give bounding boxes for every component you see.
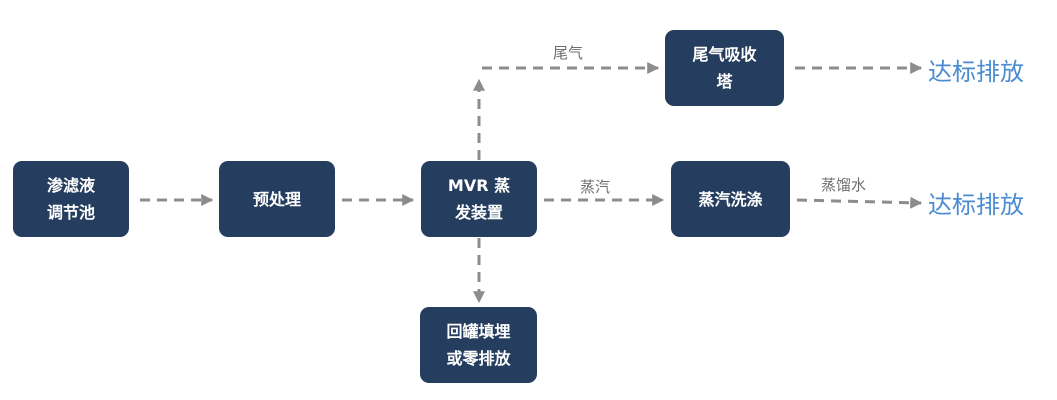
discharge-top-label: 达标排放 (928, 58, 1024, 86)
backfill-node: 回罐填埋 或零排放 (420, 307, 537, 383)
arrow-steam-wash-to-discharge (796, 196, 923, 209)
leachate-tank-label-1: 渗滤液 (46, 176, 95, 195)
backfill-label-2: 或零排放 (446, 349, 511, 368)
pretreatment-label: 预处理 (252, 189, 301, 209)
mvr-evaporator-node: MVR 蒸 发装置 (421, 161, 537, 237)
pretreatment-node: 预处理 (219, 161, 335, 237)
distilled-water-edge-label: 蒸馏水 (821, 176, 867, 194)
steam-edge-label: 蒸汽 (580, 178, 611, 196)
tail-gas-tower-label-2: 塔 (716, 72, 733, 91)
tail-gas-tower-label-1: 尾气吸收 (692, 45, 757, 64)
mvr-label-2: 发装置 (454, 203, 503, 222)
steam-wash-node: 蒸汽洗涤 (671, 161, 790, 237)
steam-wash-label: 蒸汽洗涤 (698, 189, 763, 209)
tail-gas-edge-label: 尾气 (553, 44, 584, 62)
tail-gas-tower-node: 尾气吸收 塔 (665, 30, 784, 106)
leachate-tank-node: 渗滤液 调节池 (13, 161, 129, 237)
leachate-tank-label-2: 调节池 (46, 203, 95, 222)
discharge-bottom-label: 达标排放 (928, 191, 1024, 219)
mvr-label-1: MVR 蒸 (447, 176, 511, 195)
backfill-label-1: 回罐填埋 (446, 322, 511, 341)
